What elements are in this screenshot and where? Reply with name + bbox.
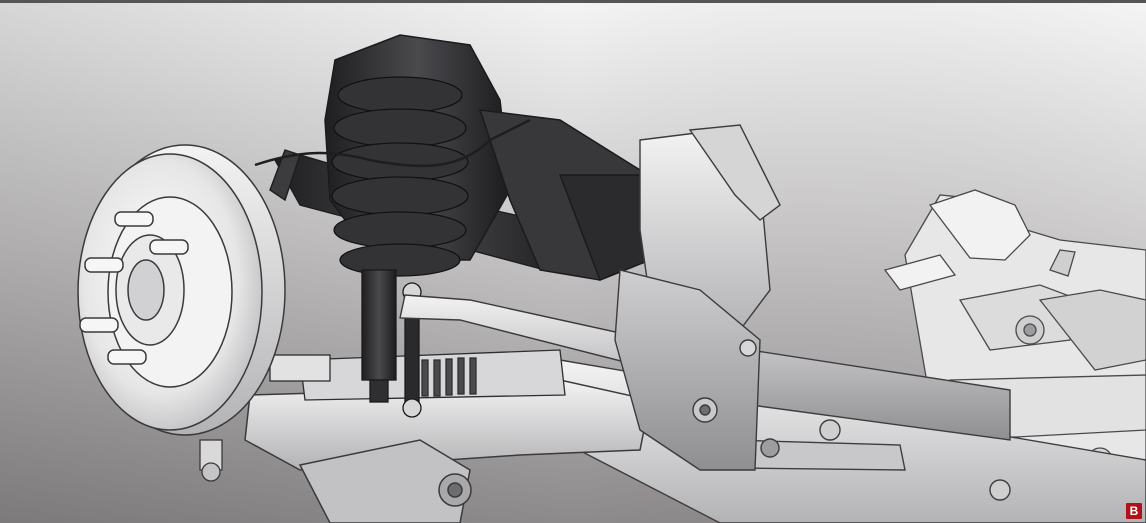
coil-spring bbox=[331, 76, 469, 277]
ball-joint bbox=[199, 439, 223, 482]
lower-control-arm bbox=[244, 379, 651, 523]
brand-badge: B bbox=[1126, 503, 1142, 519]
brake-line bbox=[254, 118, 531, 168]
wheel-hub bbox=[79, 211, 189, 365]
rear-frame-assembly bbox=[883, 189, 1146, 521]
frame-mount bbox=[614, 124, 781, 471]
strut-shock bbox=[361, 269, 422, 418]
